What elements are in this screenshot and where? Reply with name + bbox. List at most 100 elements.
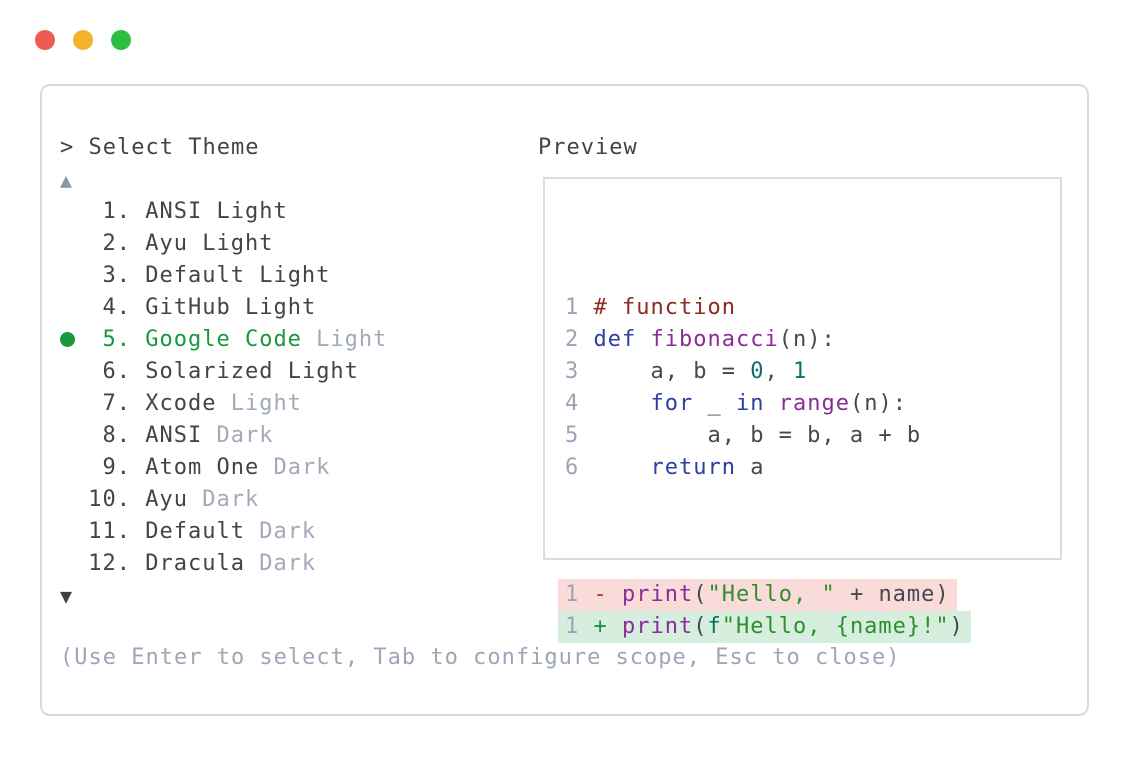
theme-list-item[interactable]: 2. Ayu Light — [60, 228, 387, 260]
preview-label: Preview — [538, 135, 638, 160]
code-line: 4 for _ in range(n): — [565, 388, 971, 420]
theme-list-item[interactable]: 4. GitHub Light — [60, 292, 387, 324]
scroll-down-icon[interactable]: ▼ — [60, 584, 74, 608]
selection-gutter — [60, 356, 74, 388]
zoom-button[interactable] — [111, 30, 131, 50]
code-token — [608, 582, 622, 607]
selection-gutter — [60, 452, 74, 484]
code-token: range — [778, 391, 850, 416]
code-token: # function — [593, 295, 736, 320]
theme-name: Ayu — [145, 231, 188, 256]
selection-gutter — [60, 228, 74, 260]
theme-name: ANSI — [145, 423, 203, 448]
scroll-up-icon[interactable]: ▲ — [60, 168, 74, 192]
code-token: ( — [693, 582, 708, 607]
code-token — [636, 327, 650, 352]
code-token: for — [650, 391, 694, 416]
theme-list-item[interactable]: 6. Solarized Light — [60, 356, 387, 388]
theme-variant: Light — [202, 199, 288, 224]
code-token: def — [593, 327, 637, 352]
theme-number: 6. — [74, 359, 146, 384]
theme-number: 5. — [74, 327, 146, 352]
code-token: , — [764, 359, 793, 384]
theme-name: Default — [145, 263, 245, 288]
prompt-chevron-icon: > — [60, 135, 75, 160]
code-line: 2 def fibonacci(n): — [565, 324, 971, 356]
code-line: 6 return a — [565, 452, 971, 484]
code-token: print — [622, 614, 694, 639]
theme-number: 9. — [74, 455, 146, 480]
selection-gutter — [60, 548, 74, 580]
window-controls — [35, 30, 131, 50]
theme-list-item[interactable]: 10. Ayu Dark — [60, 484, 387, 516]
code-token: "Hello, {name}!" — [721, 614, 950, 639]
code-token: ) — [949, 614, 964, 639]
selection-gutter — [60, 484, 74, 516]
theme-list-item[interactable]: 7. Xcode Light — [60, 388, 387, 420]
selection-gutter — [60, 420, 74, 452]
theme-picker-panel: > Select Theme Preview ▲ 1. ANSI Light 2… — [40, 84, 1089, 716]
line-number: 1 — [565, 582, 594, 607]
theme-number: 12. — [74, 551, 146, 576]
theme-list-item[interactable]: 1. ANSI Light — [60, 196, 387, 228]
code-line: 3 a, b = 0, 1 — [565, 356, 971, 388]
line-number: 6 — [565, 455, 594, 480]
code-token: a, b = — [593, 359, 751, 384]
theme-name: Solarized — [145, 359, 274, 384]
diff-highlight: 1 + print(f"Hello, {name}!") — [558, 611, 971, 643]
theme-variant: Dark — [259, 455, 331, 480]
theme-list-item[interactable]: 8. ANSI Dark — [60, 420, 387, 452]
selection-gutter — [60, 196, 74, 228]
code-token: fibonacci — [650, 327, 779, 352]
theme-list-item[interactable]: 9. Atom One Dark — [60, 452, 387, 484]
code-token: return — [650, 455, 736, 480]
selection-gutter — [60, 292, 74, 324]
code-token: (n): — [778, 327, 836, 352]
theme-number: 8. — [74, 423, 146, 448]
line-number: 2 — [565, 327, 594, 352]
theme-name: Ayu — [145, 487, 188, 512]
theme-list-item[interactable]: 12. Dracula Dark — [60, 548, 387, 580]
diff-line-added: 1 + print(f"Hello, {name}!") — [558, 611, 971, 643]
theme-variant: Light — [187, 231, 274, 256]
theme-variant: Dark — [202, 423, 274, 448]
selected-indicator-icon — [60, 332, 75, 347]
minimize-button[interactable] — [73, 30, 93, 50]
theme-variant: Light — [244, 263, 331, 288]
theme-number: 2. — [74, 231, 146, 256]
theme-name: ANSI — [145, 199, 203, 224]
line-number: 1 — [565, 614, 594, 639]
line-number: 4 — [565, 391, 594, 416]
diff-line-removed: 1 - print("Hello, " + name) — [558, 579, 971, 611]
selection-gutter — [60, 516, 74, 548]
code-token — [594, 391, 651, 416]
theme-name: Dracula — [145, 551, 245, 576]
page-title: Select Theme — [88, 135, 260, 160]
theme-number: 1. — [74, 199, 146, 224]
code-line: 1 # function — [565, 292, 971, 324]
diff-highlight: 1 - print("Hello, " + name) — [558, 579, 957, 611]
theme-list-item[interactable]: 5. Google Code Light — [60, 324, 387, 356]
theme-number: 11. — [74, 519, 146, 544]
code-token: + — [593, 614, 608, 639]
line-number: 5 — [565, 423, 594, 448]
theme-variant: Light — [273, 359, 359, 384]
keyboard-hint: (Use Enter to select, Tab to configure s… — [60, 645, 901, 670]
theme-list-item[interactable]: 3. Default Light — [60, 260, 387, 292]
code-token: 1 — [792, 359, 808, 384]
theme-name: GitHub — [145, 295, 231, 320]
selection-gutter — [60, 388, 74, 420]
theme-name: Xcode — [145, 391, 217, 416]
code-token: - — [593, 582, 608, 607]
code-token — [594, 455, 651, 480]
code-token: in — [735, 391, 765, 416]
close-button[interactable] — [35, 30, 55, 50]
diff-block: 1 - print("Hello, " + name)1 + print(f"H… — [558, 579, 971, 643]
theme-variant: Dark — [244, 519, 317, 544]
theme-list-item[interactable]: 11. Default Dark — [60, 516, 387, 548]
code-token: ( — [693, 614, 708, 639]
theme-list: 1. ANSI Light 2. Ayu Light 3. Default Li… — [60, 196, 387, 580]
